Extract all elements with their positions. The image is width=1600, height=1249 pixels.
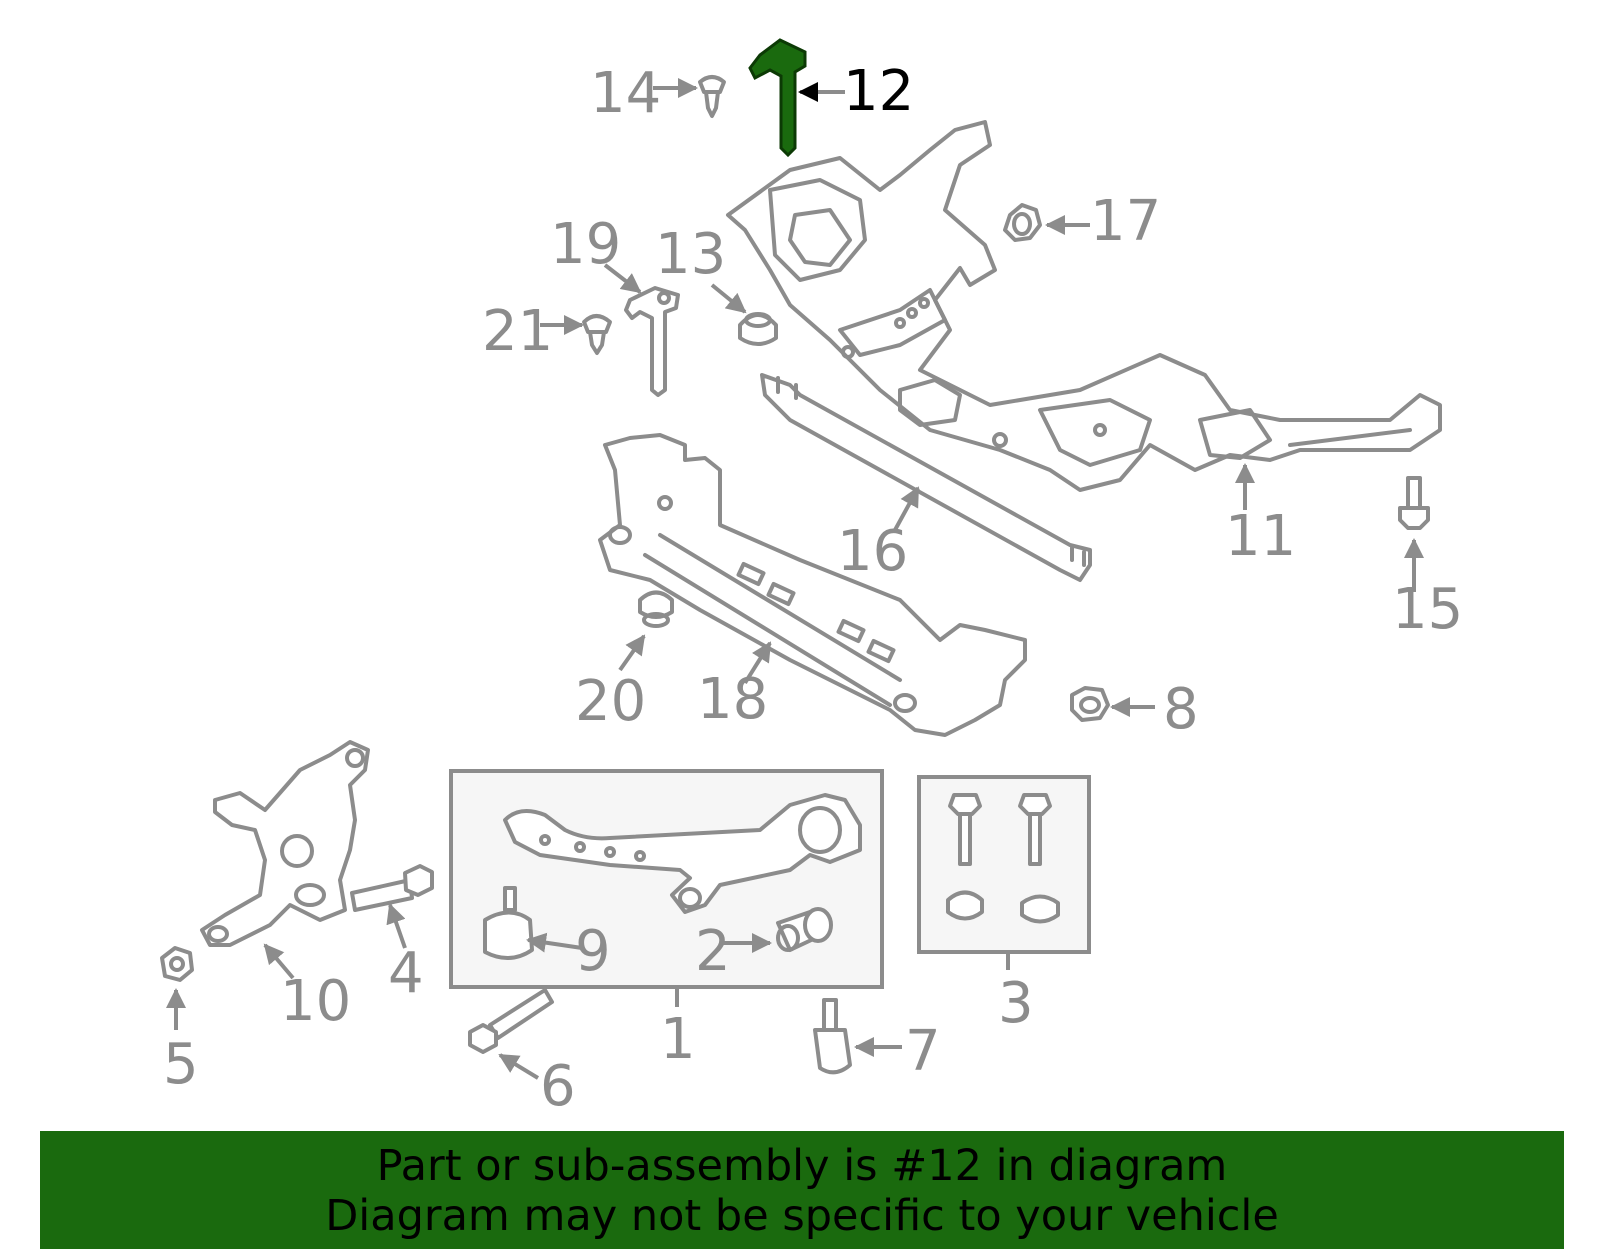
leader-18 <box>743 641 772 685</box>
callout-2[interactable]: 2 <box>695 919 731 984</box>
leader-20 <box>618 634 646 672</box>
part-20-bushing[interactable] <box>638 590 674 628</box>
banner-line-2: Diagram may not be specific to your vehi… <box>325 1191 1279 1241</box>
part-19-bracket[interactable] <box>624 286 680 397</box>
leader-10 <box>263 943 295 980</box>
part-7-ball-stud[interactable] <box>813 998 852 1075</box>
control-arm[interactable] <box>503 793 862 914</box>
callout-21[interactable]: 21 <box>482 299 553 364</box>
part-6-bolt[interactable] <box>468 988 554 1054</box>
callout-7[interactable]: 7 <box>905 1019 941 1084</box>
callout-13[interactable]: 13 <box>655 222 726 287</box>
leader-4 <box>386 903 407 949</box>
callout-10[interactable]: 10 <box>280 969 351 1034</box>
leader-9 <box>526 932 583 953</box>
leader-16 <box>893 486 920 531</box>
part-18-crossmember[interactable] <box>598 433 1027 737</box>
callout-3[interactable]: 3 <box>998 971 1034 1036</box>
part-2-bushing[interactable] <box>776 907 833 952</box>
part-14-push-pin[interactable] <box>698 75 726 118</box>
part-9-ball-joint[interactable] <box>483 886 534 960</box>
part-5-nut[interactable] <box>160 946 194 982</box>
notice-banner: Part or sub-assembly is #12 in diagram D… <box>40 1131 1564 1249</box>
callout-9[interactable]: 9 <box>575 919 611 984</box>
callout-17[interactable]: 17 <box>1090 189 1161 254</box>
callout-6[interactable]: 6 <box>540 1054 576 1119</box>
leader-6 <box>498 1053 540 1080</box>
callout-14[interactable]: 14 <box>590 61 661 126</box>
part-16-brace[interactable] <box>760 373 1092 582</box>
callout-15[interactable]: 15 <box>1392 577 1463 642</box>
callout-18[interactable]: 18 <box>697 667 768 732</box>
part-8-nut[interactable] <box>1070 686 1110 722</box>
part-12-bracket[interactable] <box>748 38 807 158</box>
callout-8[interactable]: 8 <box>1163 677 1199 742</box>
part-4-bolt[interactable] <box>350 864 434 912</box>
callout-11[interactable]: 11 <box>1225 504 1296 569</box>
callout-16[interactable]: 16 <box>837 519 908 584</box>
callout-4[interactable]: 4 <box>388 941 424 1006</box>
callout-5[interactable]: 5 <box>163 1032 199 1097</box>
part-17-nut[interactable] <box>1003 203 1042 242</box>
part-11-front-subframe[interactable] <box>726 120 1442 492</box>
callout-19[interactable]: 19 <box>550 212 621 277</box>
callout-20[interactable]: 20 <box>575 669 646 734</box>
leader-19 <box>603 263 642 294</box>
kit-3-hardware[interactable] <box>946 793 1060 924</box>
part-13-bushing[interactable] <box>738 312 778 346</box>
part-10-knuckle[interactable] <box>200 740 370 947</box>
callout-1[interactable]: 1 <box>660 1007 696 1072</box>
part-15-bolt[interactable] <box>1398 476 1430 530</box>
part-21-push-pin[interactable] <box>582 314 612 355</box>
callout-12[interactable]: 12 <box>843 59 914 124</box>
kit-3-box <box>917 775 1091 954</box>
leader-13 <box>710 283 747 314</box>
banner-line-1: Part or sub-assembly is #12 in diagram <box>376 1141 1228 1191</box>
